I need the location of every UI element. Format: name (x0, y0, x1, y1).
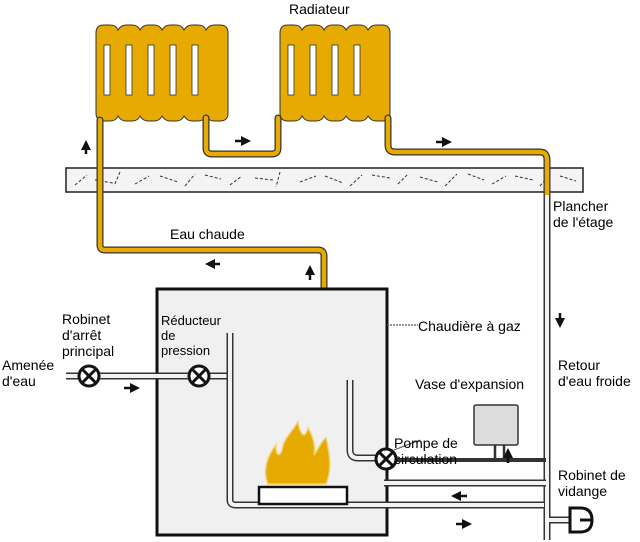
circulation-pump[interactable] (374, 447, 398, 471)
water-inlet-label: Amenée d'eau (2, 357, 55, 389)
floor-slab (65, 167, 584, 193)
cold-water-pipes (66, 195, 570, 540)
hot-water-label: Eau chaude (170, 226, 245, 242)
pump-label: Pompe de circulation (394, 435, 458, 467)
radiator-right (279, 24, 391, 122)
cold-return-label: Retour d'eau froide (558, 357, 631, 389)
expansion-tank (473, 404, 519, 446)
main-valve[interactable] (77, 364, 101, 388)
burner (257, 485, 349, 506)
flame-icon (264, 419, 331, 485)
expansion-tank-label: Vase d'expansion (415, 376, 525, 392)
radiator-left (95, 24, 229, 122)
pressure-reducer-valve[interactable] (187, 364, 211, 388)
pressure-reducer-label: Réducteur de pression (161, 313, 221, 358)
boiler-label: Chaudière à gaz (418, 318, 521, 334)
main-valve-label: Robinet d'arrêt principal (62, 311, 115, 359)
radiator-label: Radiateur (289, 1, 350, 17)
floor-label: Plancher de l'étage (553, 198, 614, 230)
drain-valve[interactable] (568, 506, 594, 534)
flow-arrows (81, 136, 565, 529)
drain-valve-label: Robinet de vidange (558, 467, 626, 499)
